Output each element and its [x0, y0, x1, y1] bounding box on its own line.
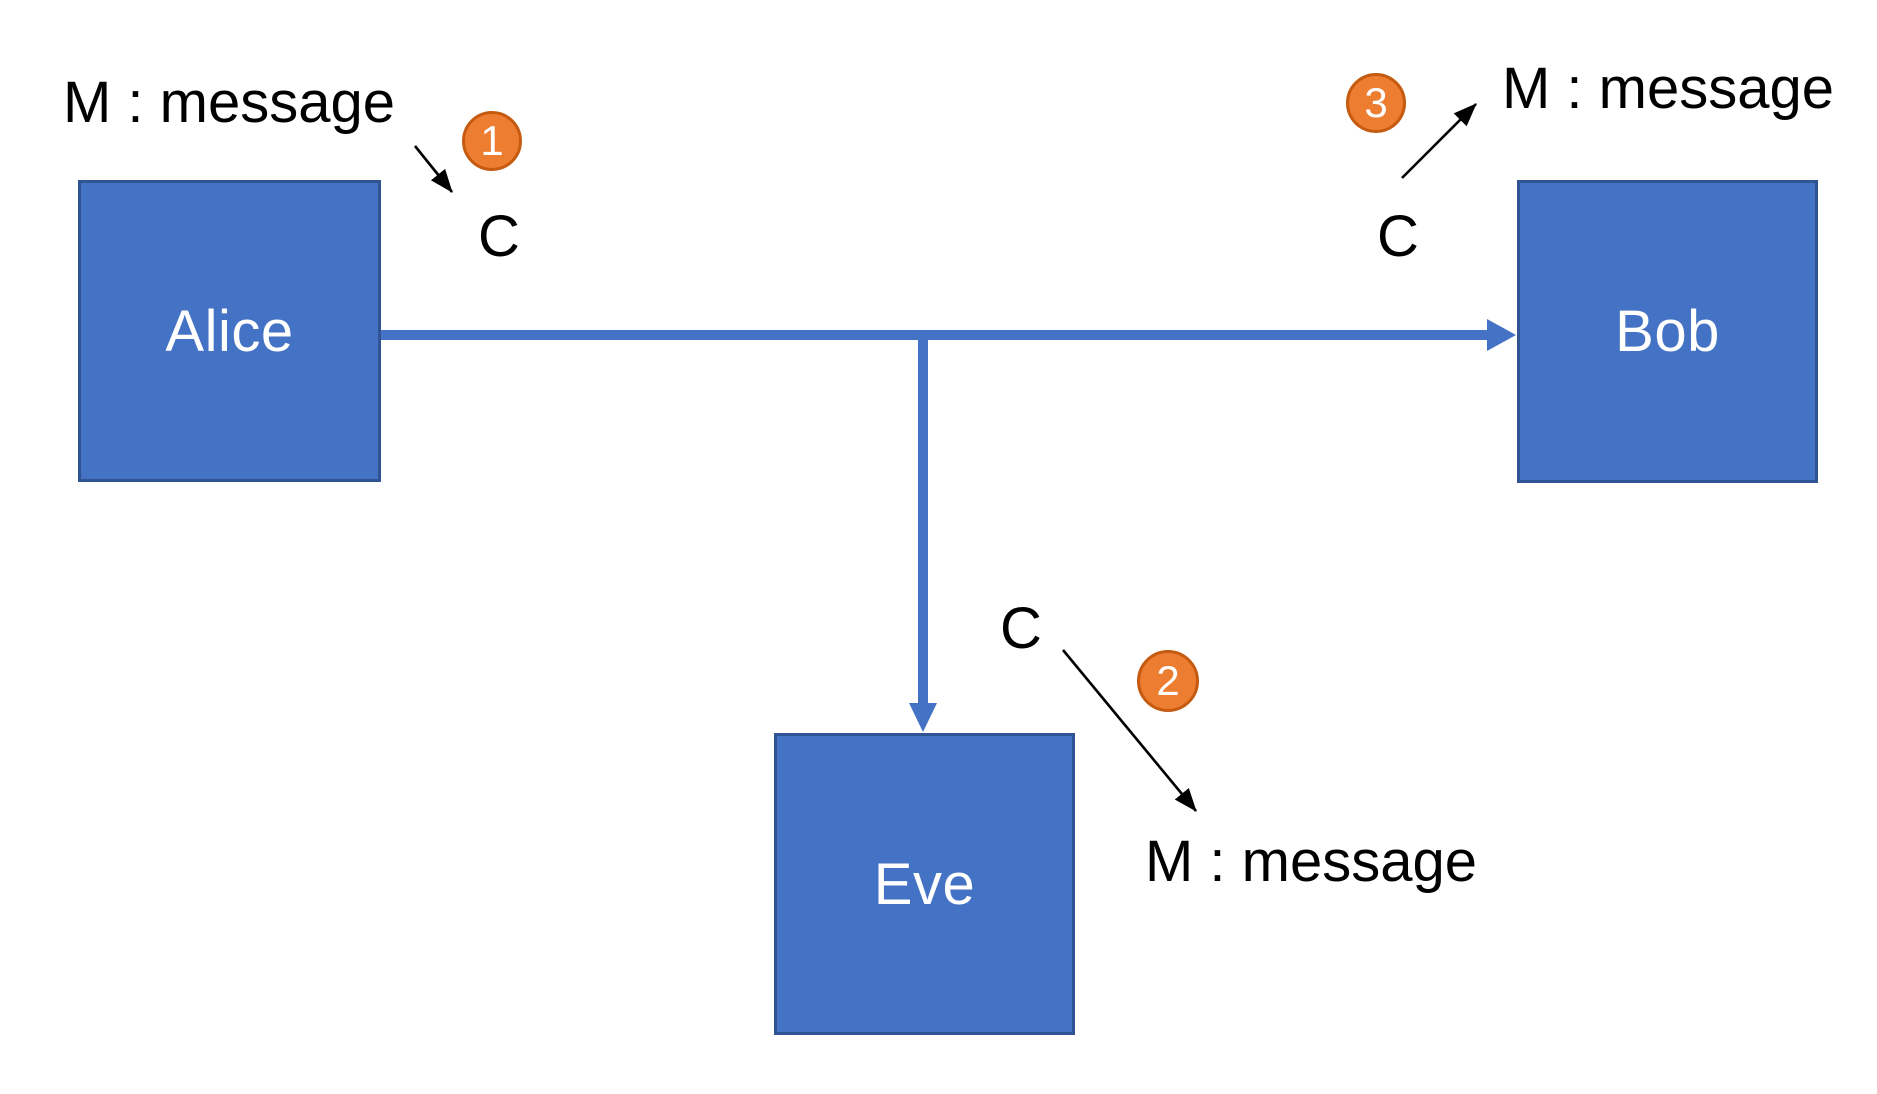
message-label-alice: M : message [63, 70, 395, 135]
step-1-number: 1 [480, 117, 504, 164]
step-1-badge: 1 [462, 111, 522, 171]
right-arrowhead-icon [1487, 319, 1516, 351]
step-3-badge: 3 [1346, 73, 1406, 133]
alice-node: Alice [78, 180, 381, 482]
bob-node: Bob [1517, 180, 1818, 483]
step-3-number: 3 [1364, 79, 1388, 126]
alice-node-label: Alice [165, 298, 294, 364]
decrypt-step3-arrow-icon [1401, 103, 1477, 179]
ciphertext-label-eve: C [1000, 596, 1042, 661]
encrypt-step1-arrow-icon [413, 145, 454, 193]
eve-node: Eve [774, 733, 1075, 1035]
bob-node-label: Bob [1615, 299, 1720, 364]
eve-node-label: Eve [873, 851, 976, 917]
branch-to-eve-connector [918, 338, 928, 703]
step-2-number: 2 [1156, 657, 1180, 704]
alice-to-bob-connector [381, 330, 1487, 340]
ciphertext-label-alice: C [478, 204, 520, 269]
down-arrowhead-icon [909, 703, 937, 732]
step-2-badge: 2 [1137, 650, 1199, 712]
message-label-bob: M : message [1502, 56, 1834, 121]
ciphertext-label-bob: C [1377, 204, 1419, 269]
message-label-eve: M : message [1145, 829, 1477, 894]
